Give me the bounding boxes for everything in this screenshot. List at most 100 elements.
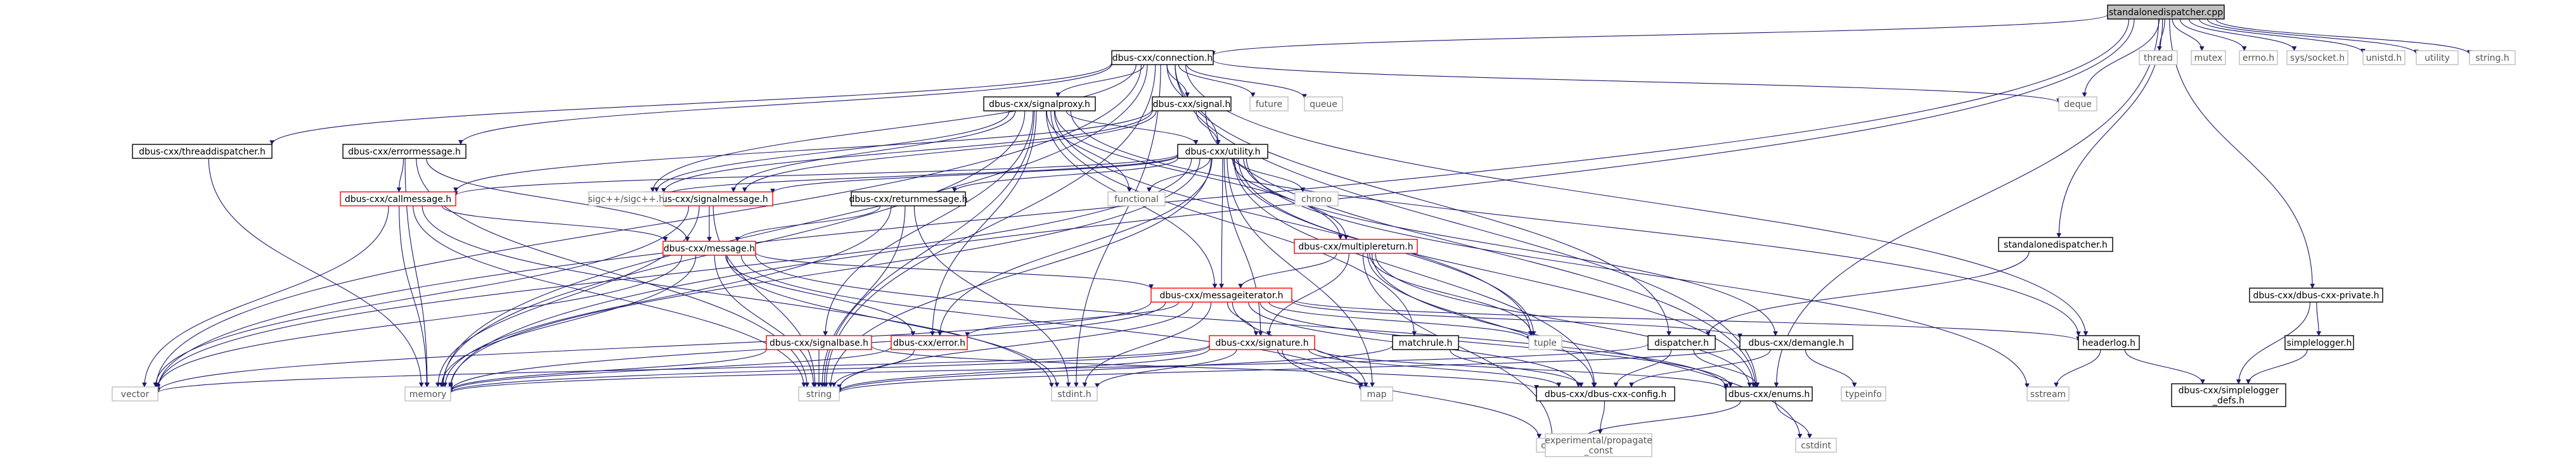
node-box [2469,50,2516,65]
graph-node-dbuscxxconfig[interactable]: dbus-cxx/dbus-cxx-config.h [1536,386,1675,402]
include-edge-multiplereturn-to-messageiterator [1238,253,1337,289]
graph-node-multiplereturn[interactable]: dbus-cxx/multiplereturn.h [1294,239,1418,254]
node-label: simplelogger.h [2287,338,2352,348]
node-box [1111,50,1214,65]
node-box [2362,50,2405,65]
graph-node-message[interactable]: dbus-cxx/message.h [662,241,756,256]
node-box [1294,239,1418,254]
include-edge-utility-to-memory [448,158,1201,388]
graph-node-signalmessage[interactable]: dbus-cxx/signalmessage.h [645,191,773,206]
include-edge-root-to-string_h [2215,18,2472,55]
graph-node-errormessage[interactable]: dbus-cxx/errormessage.h [342,144,467,159]
graph-node-dispatcher[interactable]: dispatcher.h [1647,335,1716,350]
graph-node-standalonedispatcher_h[interactable]: standalonedispatcher.h [1998,237,2113,252]
graph-node-threaddispatcher[interactable]: dbus-cxx/threaddispatcher.h [132,144,273,159]
graph-node-signalbase[interactable]: dbus-cxx/signalbase.h [766,335,872,350]
graph-node-headerlog[interactable]: headerlog.h [2078,335,2140,350]
node-label: dbus-cxx/signalbase.h [770,338,868,348]
graph-node-demangle[interactable]: dbus-cxx/demangle.h [1739,335,1853,350]
node-box [851,191,966,206]
node-label: sstream [2030,389,2066,400]
include-edge-enums-to-cstdint [1775,400,1812,439]
graph-node-utility[interactable]: dbus-cxx/utility.h [1177,144,1268,159]
include-edge-messageiterator-to-tuple [1268,301,1531,341]
graph-node-sstream: sstream [2026,386,2070,402]
node-box [2249,288,2383,303]
node-box [891,335,968,350]
include-edge-signal-to-signalmessage [742,110,1157,193]
node-box [404,386,451,402]
graph-node-connection[interactable]: dbus-cxx/connection.h [1111,50,1214,65]
graph-node-enums[interactable]: dbus-cxx/enums.h [1725,386,1813,402]
include-edge-callmessage-to-message [441,205,668,242]
include-edge-utility-to-functional [1147,158,1211,193]
include-edge-utility-to-signature [1223,158,1263,336]
node-label: dbus-cxx/enums.h [1729,389,1810,400]
graph-node-simplelogger[interactable]: simplelogger.h [2284,335,2354,350]
include-edge-connection-to-enums [1175,64,1760,388]
graph-node-error[interactable]: dbus-cxx/error.h [891,335,968,350]
graph-node-root[interactable]: standalonedispatcher.cpp [2107,4,2225,20]
include-edge-signalmessage-to-vector [153,205,690,388]
graph-node-messageiterator[interactable]: dbus-cxx/messageiterator.h [1150,288,1292,303]
include-edge-matchrule-to-dbuscxxconfig [1450,349,1584,388]
include-edge-errormessage-to-message [426,158,690,242]
node-label: dispatcher.h [1654,338,1709,348]
node-label: memory [409,389,447,400]
graph-node-callmessage[interactable]: dbus-cxx/callmessage.h [340,191,456,206]
node-box [2416,50,2459,65]
include-edge-connection-to-threaddispatcher [269,62,1112,146]
node-label: stdint.h [1057,389,1091,400]
include-edge-utility-to-chrono [1236,158,1306,193]
node-label: chrono [1301,194,1332,205]
node-label: matchrule.h [1399,338,1453,348]
include-edge-signalproxy-to-tuple [1053,110,1533,336]
node-box [342,144,467,159]
include-edge-signal-to-callmessage [453,108,1153,193]
include-edge-signalproxy-to-matchrule [1050,110,1417,336]
node-label: map [1367,389,1386,400]
node-box [1249,96,1289,111]
node-box [1177,144,1268,159]
include-edge-message-to-vector [155,255,683,389]
node-label: standalonedispatcher.h [2004,240,2108,250]
include-edge-returnmessage-to-message [735,205,881,242]
graph-node-signature[interactable]: dbus-cxx/signature.h [1209,335,1315,350]
node-label: dbus-cxx/errormessage.h [348,147,461,157]
node-label: string.h [2475,53,2509,63]
node-box [983,96,1096,111]
include-edge-message-to-map [740,255,1363,391]
include-edge-signalbase-to-dbuscxxconfig [871,345,1539,390]
graph-node-returnmessage[interactable]: dbus-cxx/returnmessage.h [849,191,968,206]
include-edge-signalproxy-to-utility [1066,110,1199,145]
node-box [1209,335,1315,350]
include-edge-root-to-errno [2179,18,2247,51]
include-edge-root-to-unistd [2199,18,2366,54]
graph-node-memory: memory [404,386,451,402]
include-edge-dbuscxxprivate-to-simplelogger_defs [2236,301,2310,384]
include-edge-connection-to-headerlog [1185,64,2089,336]
graph-node-signalproxy[interactable]: dbus-cxx/signalproxy.h [983,96,1096,111]
graph-node-dbuscxxprivate[interactable]: dbus-cxx/dbus-cxx-private.h [2249,288,2383,303]
include-edge-connection-to-queue [1186,64,1307,99]
graph-node-signal[interactable]: dbus-cxx/signal.h [1152,96,1232,111]
include-edge-demangle-to-string [837,345,1741,394]
graph-node-unistd: unistd.h [2362,50,2405,65]
node-box [1360,386,1393,402]
include-edge-signature-to-ostream [1282,349,1542,439]
node-label: dbus-cxx/dbus-cxx-config.h [1545,389,1666,400]
include-edge-connection-to-errormessage [458,63,1112,145]
graph-node-matchrule[interactable]: matchrule.h [1392,335,1459,350]
include-edge-utility-to-demangle [1243,158,1778,336]
graph-node-simplelogger_defs[interactable]: dbus-cxx/simplelogger_defs.h [2171,383,2286,407]
include-edge-root-to-utility_std [2206,18,2419,55]
node-label: dbus-cxx/demangle.h [1748,338,1844,348]
include-edge-signalproxy-to-multiplereturn [1054,110,1343,240]
include-edge-signal-to-sigcpp [661,110,1153,193]
include-edge-signalmessage-to-string [712,205,818,388]
include-edge-signature-to-memory [448,345,1210,393]
include-edge-utility-to-sigcpp [661,155,1178,197]
node-box [2286,50,2348,65]
include-edge-utility-to-enums [1238,158,1756,388]
